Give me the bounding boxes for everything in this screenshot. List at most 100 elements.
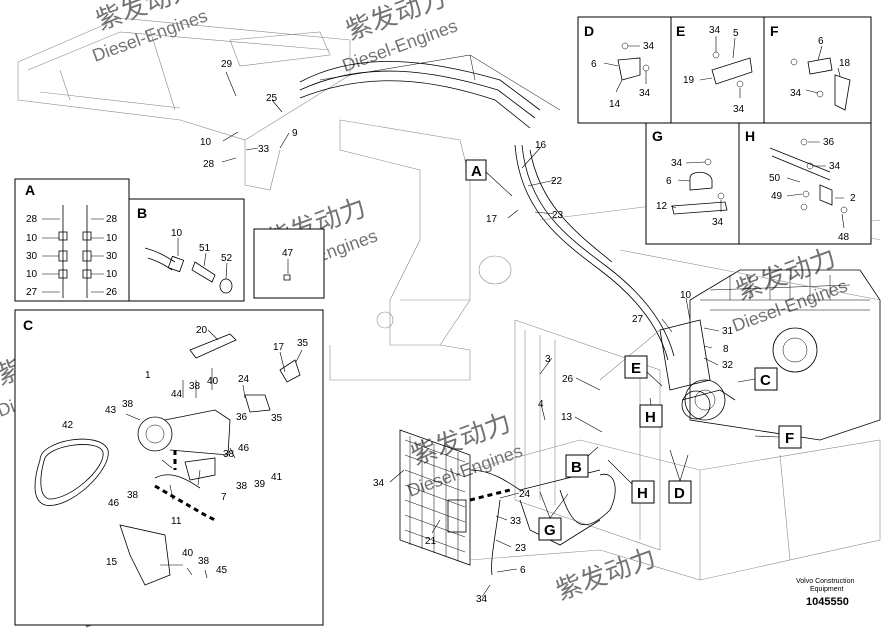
ref-box-h-lower: H: [607, 459, 655, 504]
callout-c-36: 36: [236, 412, 248, 423]
callout-c-38e: 38: [236, 481, 248, 492]
callout-a-left-1: 28: [26, 214, 38, 225]
callout-a-right-3: 30: [106, 251, 118, 262]
detail-panel-d: D 34 6 34 14: [577, 16, 672, 124]
detail-panel-b: B 10 51 52: [128, 198, 245, 302]
ref-box-c: C: [737, 367, 778, 391]
callout-c-24: 24: [238, 374, 250, 385]
drawing-footer: Volvo Construction Equipment 1045550: [796, 578, 854, 608]
svg-text:F: F: [785, 430, 794, 447]
callout-c-38c: 38: [223, 449, 235, 460]
callout-e-19: 19: [683, 75, 695, 86]
main-callouts: A C E H F B D: [200, 59, 802, 605]
callout-g-12: 12: [656, 201, 668, 212]
callout-29: 29: [221, 59, 233, 70]
callout-33-bottom: 33: [510, 516, 522, 527]
callout-h-50: 50: [769, 173, 781, 184]
panel-label-d: D: [584, 23, 594, 39]
callout-c-1: 1: [145, 370, 151, 381]
callout-10-engine: 10: [680, 290, 692, 301]
callout-34-left: 34: [373, 478, 385, 489]
callout-c-7: 7: [221, 492, 227, 503]
callout-d-14: 14: [609, 99, 621, 110]
callout-d-6: 6: [591, 59, 597, 70]
footer-drawing-number: 1045550: [806, 596, 849, 608]
callout-26: 26: [562, 374, 574, 385]
callout-13: 13: [561, 412, 573, 423]
panel-label-b: B: [137, 205, 147, 221]
callout-c-45: 45: [216, 565, 228, 576]
detail-panel-g: G 34 6 12 34: [645, 122, 740, 245]
panel-label-f: F: [770, 23, 779, 39]
callout-34-bottom: 34: [476, 594, 488, 605]
callout-b-1: 10: [171, 228, 183, 239]
callout-c-41: 41: [271, 472, 283, 483]
svg-text:B: B: [571, 459, 582, 476]
panel-label-c: C: [23, 317, 33, 333]
callout-c-46a: 46: [238, 443, 250, 454]
detail-panel-a: A 28 10 30 10 27 28 10 30 10 26: [14, 178, 130, 302]
callout-31: 31: [722, 326, 734, 337]
panel-label-e: E: [676, 23, 685, 39]
callout-c-35a: 35: [297, 338, 309, 349]
callout-f-6: 6: [818, 36, 824, 47]
callout-32: 32: [722, 360, 734, 371]
callout-b-2: 51: [199, 243, 211, 254]
callout-g-34b: 34: [712, 217, 724, 228]
callout-a-left-4: 10: [26, 269, 38, 280]
ref-box-f: F: [754, 425, 802, 449]
svg-text:H: H: [645, 409, 656, 426]
callout-a-left-2: 10: [26, 233, 38, 244]
callout-g-6: 6: [666, 176, 672, 187]
callout-a-left-3: 30: [26, 251, 38, 262]
svg-text:A: A: [471, 163, 482, 180]
panel-label-h: H: [745, 128, 755, 144]
callout-h-49: 49: [771, 191, 783, 202]
callout-28-top: 28: [203, 159, 215, 170]
detail-panel-h: H 36 34 50 49 2 48: [738, 122, 872, 245]
callout-h-48: 48: [838, 232, 850, 243]
callout-27: 27: [632, 314, 644, 325]
callout-8: 8: [723, 344, 729, 355]
callout-23-top: 23: [552, 210, 564, 221]
callout-22: 22: [551, 176, 563, 187]
callout-c-38a: 38: [189, 381, 201, 392]
svg-text:E: E: [631, 360, 641, 377]
callout-f-34: 34: [790, 88, 802, 99]
callout-c-44: 44: [171, 389, 183, 400]
callout-23-bottom: 23: [515, 543, 527, 554]
callout-9: 9: [292, 128, 298, 139]
callout-3: 3: [545, 354, 551, 365]
callout-d-34a: 34: [643, 41, 655, 52]
callout-e-34a: 34: [709, 25, 721, 36]
callout-a-right-4: 10: [106, 269, 118, 280]
callout-17: 17: [486, 214, 498, 225]
detail-panel-f: F 6 18 34: [763, 16, 872, 124]
detail-panel-e: E 34 5 19 34: [670, 16, 765, 124]
callout-g-34a: 34: [671, 158, 683, 169]
callout-21: 21: [425, 536, 437, 547]
detail-panel-c: C 20 1 44 38 40 17 35 24 43 38 36 35 42 …: [14, 309, 324, 626]
callout-c-20: 20: [196, 325, 208, 336]
callout-a-right-1: 28: [106, 214, 118, 225]
callout-c-15: 15: [106, 557, 118, 568]
callout-h-2: 2: [850, 193, 856, 204]
footer-maker: Volvo Construction: [796, 578, 854, 585]
callout-c-39: 39: [254, 479, 266, 490]
callout-c-35b: 35: [271, 413, 283, 424]
callout-16: 16: [535, 140, 547, 151]
callout-24: 24: [519, 489, 531, 500]
callout-c-38d: 38: [127, 490, 139, 501]
callout-c-40b: 40: [182, 548, 194, 559]
callout-47: 47: [282, 248, 294, 259]
callout-a-right-5: 26: [106, 287, 118, 298]
detail-panel-47: 47: [253, 228, 325, 299]
svg-text:D: D: [674, 485, 685, 502]
callout-h-34: 34: [829, 161, 841, 172]
callout-33-top: 33: [258, 144, 270, 155]
callout-f-18: 18: [839, 58, 851, 69]
ref-box-h-upper: H: [639, 397, 663, 428]
callout-c-46b: 46: [108, 498, 120, 509]
